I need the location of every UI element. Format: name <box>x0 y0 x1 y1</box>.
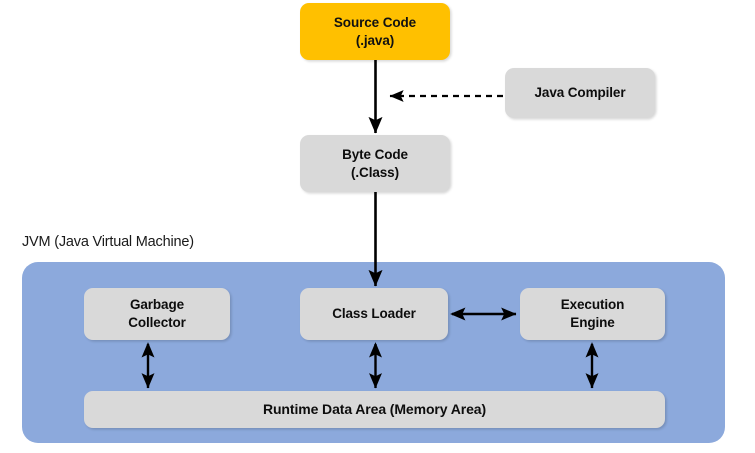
node-execution-engine[interactable]: Execution Engine <box>520 288 665 340</box>
node-class-loader[interactable]: Class Loader <box>300 288 448 340</box>
node-source-code[interactable]: Source Code (.java) <box>300 3 450 60</box>
node-byte-code[interactable]: Byte Code (.Class) <box>300 135 450 192</box>
node-garbage-collector[interactable]: Garbage Collector <box>84 288 230 340</box>
node-java-compiler[interactable]: Java Compiler <box>505 68 655 118</box>
jvm-panel-label: JVM (Java Virtual Machine) <box>22 234 194 250</box>
node-runtime-data-area[interactable]: Runtime Data Area (Memory Area) <box>84 391 665 428</box>
